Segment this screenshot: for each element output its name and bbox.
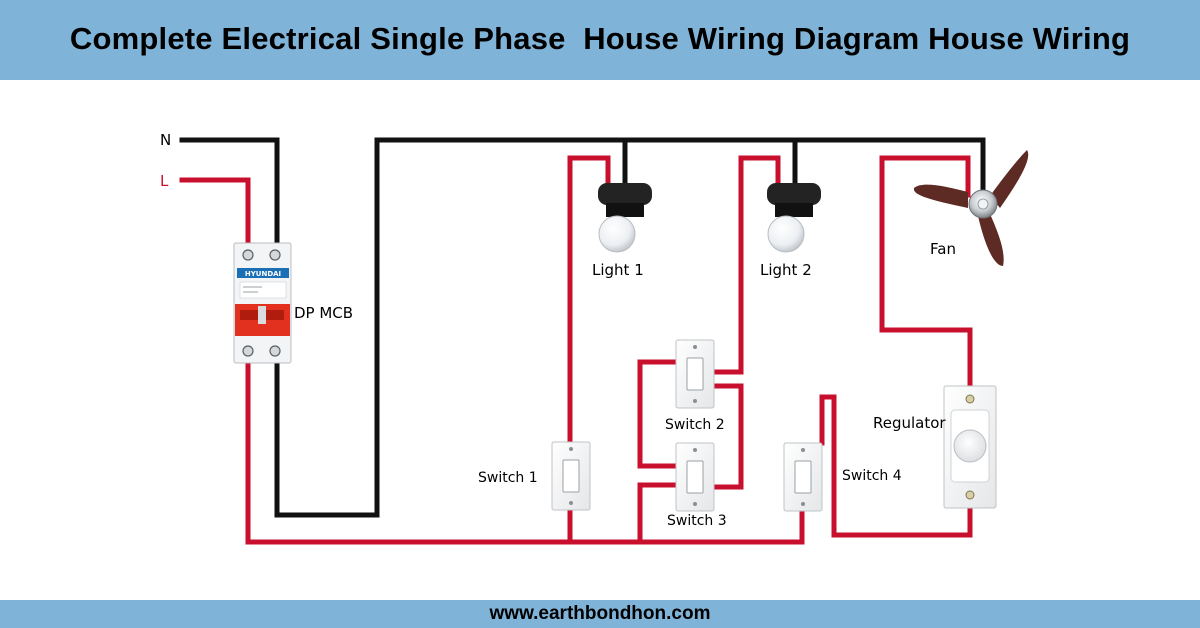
- live-wire-main-run: [245, 357, 805, 545]
- live-wire-switch2-light2: [709, 155, 781, 375]
- switch-icon: [675, 339, 715, 409]
- live-wire-switch3-switch2-a: [637, 359, 681, 469]
- live-wire-switch4-regulator: [819, 394, 973, 538]
- neutral-wires: [179, 137, 986, 518]
- switch-icon: [783, 442, 823, 512]
- live-wire-supply: [179, 177, 251, 248]
- double-pole-mcb-icon: HYUNDAI: [233, 242, 292, 364]
- wiring-diagram: N L HYUNDAI DP MCB Light 1 Light 2: [160, 131, 1029, 545]
- footer-banner: [0, 600, 1200, 628]
- ceiling-fan-icon: [913, 150, 1029, 266]
- fan-regulator-icon: [943, 385, 997, 509]
- live-label: L: [160, 172, 169, 190]
- light1-label: Light 1: [592, 261, 644, 279]
- neutral-label: N: [160, 131, 171, 149]
- header-banner: [0, 0, 1200, 80]
- bulb-icon: [598, 183, 652, 253]
- switch-icon: [551, 441, 591, 511]
- neutral-wire-mcb-out: [274, 137, 986, 518]
- page-title: Complete Electrical Single Phase House W…: [69, 21, 1131, 56]
- mcb-label: DP MCB: [294, 304, 353, 322]
- regulator-label: Regulator: [873, 414, 946, 432]
- live-wire-to-switch3: [637, 482, 681, 545]
- live-wire-switch1-light1: [567, 155, 611, 445]
- live-wires: [179, 155, 973, 545]
- neutral-wire-supply: [179, 137, 280, 248]
- switch3-label: Switch 3: [667, 513, 727, 529]
- bulb-icon: [767, 183, 821, 253]
- switch1-label: Switch 1: [478, 470, 538, 486]
- fan-label: Fan: [930, 240, 956, 258]
- light2-label: Light 2: [760, 261, 812, 279]
- switch4-label: Switch 4: [842, 468, 902, 484]
- live-wire-switch3-switch2-b: [709, 383, 744, 490]
- mcb-brand: HYUNDAI: [245, 270, 281, 278]
- switch-icon: [675, 442, 715, 512]
- website-link[interactable]: www.earthbondhon.com: [489, 603, 711, 624]
- switch2-label: Switch 2: [665, 417, 725, 433]
- live-wire-regulator-fan: [879, 155, 973, 391]
